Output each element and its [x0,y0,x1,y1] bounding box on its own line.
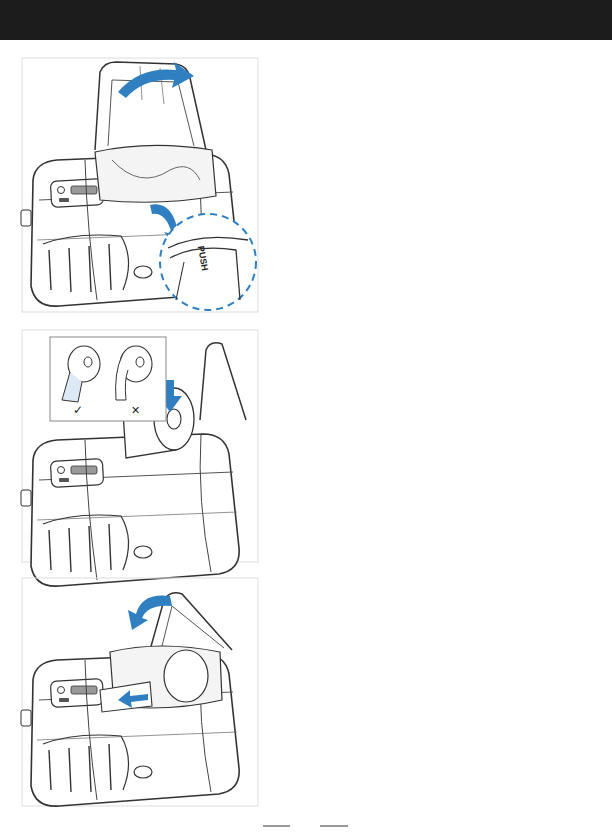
footer-rule [263,826,290,827]
inset-box [50,337,166,421]
panel-frame [22,578,258,806]
footer-rule [320,826,348,827]
correct-mark: ✓ [73,404,83,416]
panel-frame [22,58,258,312]
zoom-callout [160,214,256,310]
wrong-mark: ✕ [131,405,140,416]
header-bar [0,0,612,40]
